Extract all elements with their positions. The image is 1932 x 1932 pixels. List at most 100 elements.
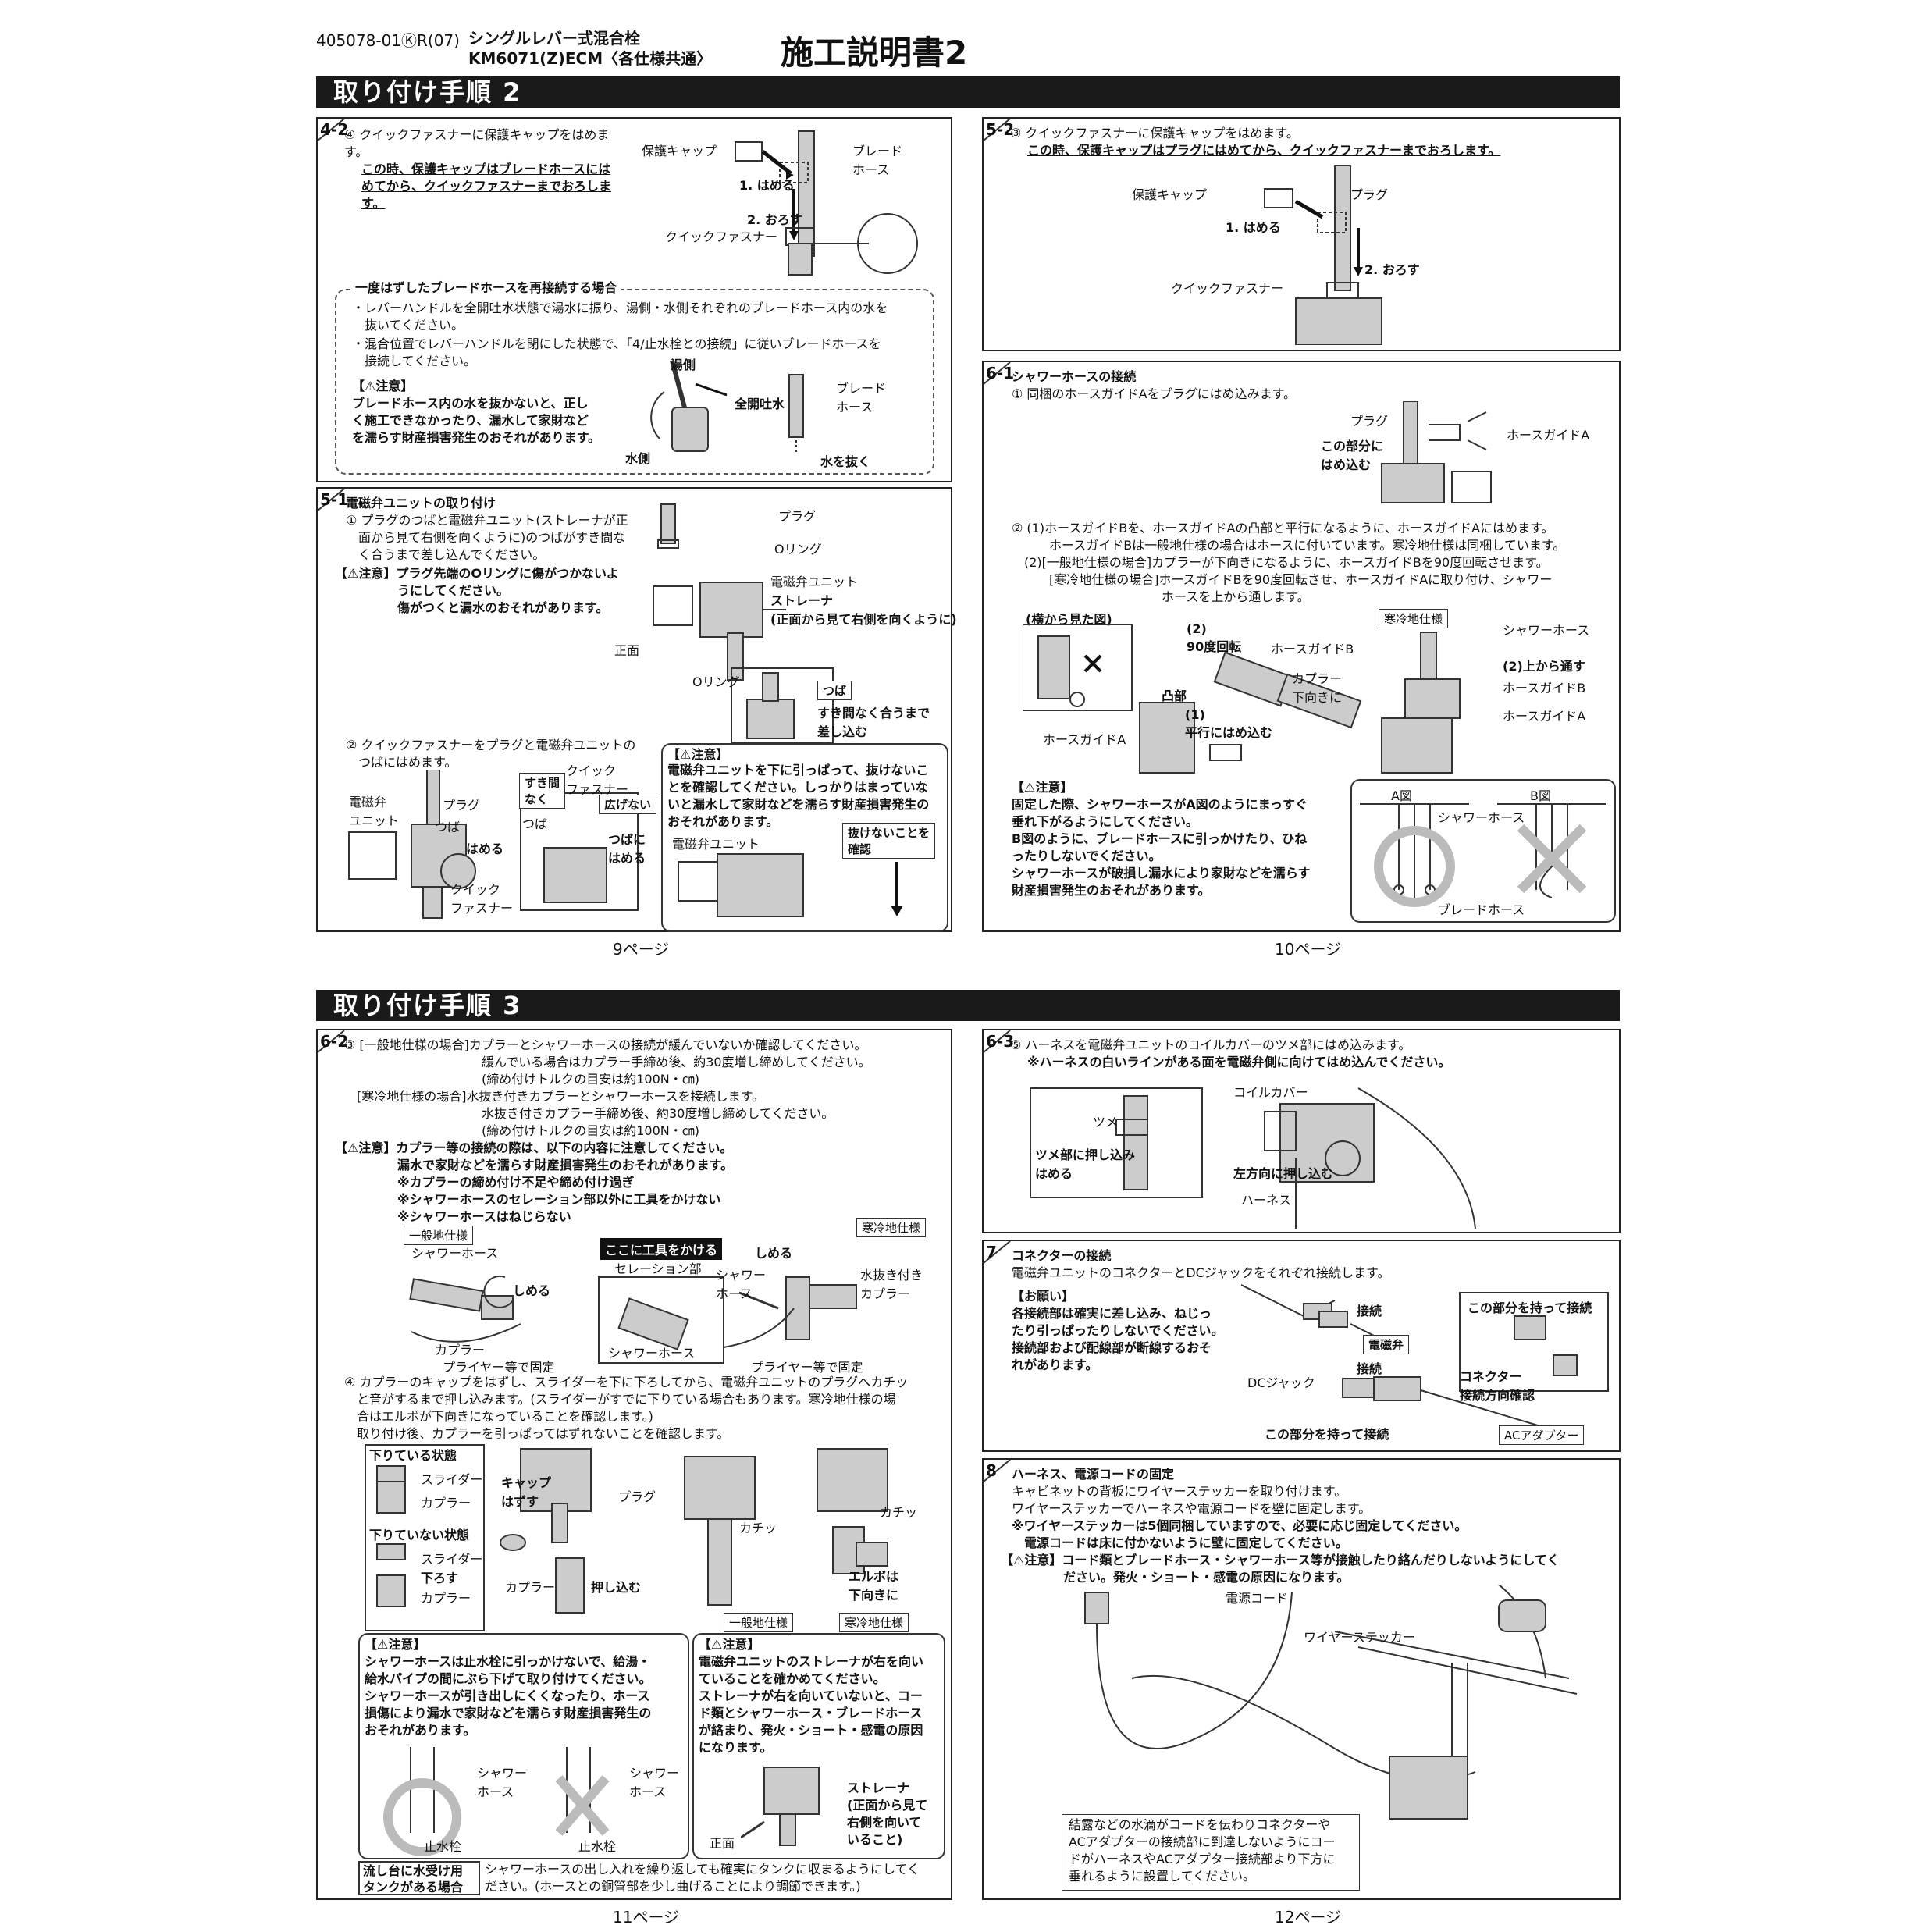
caution-strainer-box: 【⚠注意】 電磁弁ユニットのストレーナが右を向い ていることを確かめてください。…	[692, 1633, 945, 1859]
caution-body: 電磁弁ユニットを下に引っぱって、抜けないこ とを確認してください。しっかりはまっ…	[667, 763, 930, 829]
product-line2: KM6071(Z)ECM〈各仕様共通〉	[468, 49, 713, 68]
label-tighten: しめる	[513, 1283, 551, 1298]
caution-hose-hang-box: 【⚠注意】 シャワーホースは止水栓に引っかけないで、給湯・ 給水パイプの間にぶら…	[358, 1633, 689, 1859]
step-5-1-panel: 5-1 電磁弁ユニットの取り付け ① プラグのつばと電磁弁ユニット(ストレーナが…	[316, 487, 957, 932]
label-plug: プラグ	[778, 509, 817, 524]
label-plug: プラグ	[618, 1489, 656, 1504]
step-text: ⑤ ハーネスを電磁弁ユニットのコイルカバーのツメ部にはめ込みます。	[1010, 1037, 1411, 1052]
label-front: 正面	[614, 643, 640, 658]
guide-a-illustration	[1381, 401, 1492, 503]
caution-heading: 【⚠注意】	[352, 379, 414, 393]
label-serration: セレーション部	[614, 1261, 702, 1276]
label-convex: 凸部	[1162, 688, 1187, 703]
label-fit-flange: つばに はめる	[608, 832, 646, 866]
harness-fit-illustration	[1030, 1087, 1476, 1229]
hose-comparison-illustration	[1360, 803, 1606, 907]
label-claw: ツメ	[1093, 1115, 1119, 1130]
guide-b-rotate-illustration	[1023, 624, 1362, 774]
label-click-1: カチッ	[739, 1521, 777, 1535]
fastener-fit-illustration	[348, 770, 639, 919]
label-shower-hose-5: シャワー ホース	[629, 1766, 680, 1799]
label-shower-hose-4: シャワー ホース	[477, 1766, 528, 1799]
label-side-view: (横から見た図)	[1026, 612, 1112, 627]
reconnect-note-title: 一度はずしたブレードホースを再接続する場合	[350, 279, 622, 297]
label-plug-2: プラグ	[443, 798, 481, 813]
label-hose-guide-a-3: ホースガイドA	[1503, 709, 1586, 724]
step-title: 電磁弁ユニットの取り付け	[346, 496, 496, 511]
label-step2-lower: 2. おろす	[747, 212, 802, 227]
caution-body: ブレードホース内の水を抜かないと、正し く施工できなかったり、漏水して家財など …	[352, 396, 601, 445]
label-shower-hose-2: シャワーホース	[608, 1346, 696, 1361]
label-remove-cap: キャップ はずす	[501, 1475, 552, 1509]
step-note-prefix: この時、保護キャップはプラグにはめてから、クイックファスナーまでおろします。	[1027, 142, 1500, 159]
cold-region-guide-illustration	[1381, 632, 1461, 774]
label-stop-valve-1: 止水栓	[424, 1839, 462, 1854]
step-number-corner	[984, 119, 1011, 141]
label-hose-guide-b-2: ホースガイドB	[1503, 681, 1586, 696]
label-hose-guide-a-2: ホースガイドA	[1043, 732, 1126, 747]
caution-heading: 【⚠注意】	[1012, 780, 1073, 795]
label-quick-fastener: クイックファスナー	[665, 229, 778, 244]
step-text-2: ② (1)ホースガイドBを、ホースガイドAの凸部と平行になるように、ホースガイド…	[1012, 521, 1566, 604]
label-protective-cap: 保護キャップ	[1132, 187, 1208, 202]
label-cold-spec-2: 寒冷地仕様	[839, 1613, 909, 1632]
label-braided-hose: ブレード ホース	[852, 144, 903, 177]
caution-heading: 【⚠注意】	[667, 747, 729, 762]
label-general-spec-2: 一般地仕様	[724, 1613, 794, 1632]
cap-install-illustration	[735, 130, 918, 276]
label-no-gap: すき間 なく	[519, 773, 566, 809]
slider-illustration	[376, 1465, 406, 1607]
step-note: この時、保護キャップはプラグにはめてから、クイックファスナーまでおろします。	[1027, 143, 1501, 158]
step-text-4: ④ カプラーのキャップをはずし、スライダーを下に下ろしてから、電磁弁ユニットのプ…	[344, 1375, 909, 1441]
document-code: 405078-01ⓀR(07)	[316, 31, 460, 50]
coupler-push-illustration	[500, 1448, 888, 1614]
step-number-corner	[984, 1241, 1011, 1264]
step-8-panel: 8 ハーネス、電源コードの固定 キャビネットの背板にワイヤーステッカーを取り付け…	[982, 1458, 1621, 1900]
label-quick-fastener-2: クイック ファスナー	[450, 882, 514, 916]
label-coupler: カプラー	[435, 1343, 486, 1357]
step-5-2-panel: 5-2 ③ クイックファスナーに保護キャップをはめます。 この時、保護キャップは…	[982, 117, 1621, 351]
label-step2-lower: 2. おろす	[1364, 262, 1420, 277]
label-power-cord: 電源コード	[1226, 1591, 1289, 1606]
label-o-ring: Oリング	[774, 542, 822, 557]
label-coupler-2: カプラー	[421, 1496, 471, 1510]
label-cold-spec: 寒冷地仕様	[856, 1218, 927, 1237]
page-number-11: 11ページ	[613, 1908, 680, 1927]
drain-illustration	[650, 361, 804, 453]
coupler-tighten-illustration	[409, 1275, 857, 1364]
label-valve-unit-3: 電磁弁ユニット	[672, 837, 760, 852]
caution-pull-check-box: 【⚠注意】 電磁弁ユニットを下に引っぱって、抜けないこ とを確認してください。し…	[661, 743, 948, 932]
section-band-3: 取り付け手順 3	[316, 990, 1620, 1021]
label-parallel-fit: (1) 平行にはめ込む	[1185, 707, 1273, 740]
step-title: シャワーホースの接続	[1012, 369, 1137, 384]
label-flange-3: つば	[522, 817, 548, 831]
label-drain-coupler: 水抜き付き カプラー	[860, 1268, 923, 1301]
step-text-3: ③ [一般地仕様の場合]カプラーとシャワーホースの接続が緩んでいないか確認してく…	[344, 1037, 871, 1138]
label-general-spec: 一般地仕様	[404, 1226, 474, 1245]
step-number: 8	[986, 1461, 997, 1480]
section-band-2: 取り付け手順 2	[316, 76, 1620, 108]
caution-body: 固定した際、シャワーホースがA図のようにまっすぐ 垂れ下がるようにしてください。…	[1012, 797, 1311, 898]
label-shower-hose: シャワーホース	[1503, 623, 1590, 638]
label-plug: プラグ	[1350, 187, 1389, 202]
hose-hang-illustration	[383, 1747, 610, 1856]
label-shower-hose-3: シャワー ホース	[716, 1268, 767, 1301]
label-fit-this-part: この部分に はめ込む	[1321, 439, 1384, 472]
request-body: 各接続部は確実に差し込み、ねじっ たり引っぱったりしないでください。 接続部およ…	[1012, 1306, 1224, 1372]
slider-state-box: 下りている状態 スライダー カプラー 下りていない状態 スライダー 下ろす カプ…	[365, 1444, 485, 1631]
label-figure-a: A図	[1391, 788, 1412, 803]
label-cold-side: 水側	[625, 451, 651, 466]
caution-oring: 【⚠注意】プラグ先端のOリングに傷がつかないよ うにしてください。 傷がつくと漏…	[335, 566, 619, 615]
condensation-note-box: 結露などの水滴がコードを伝わりコネクターや ACアダプターの接続部に到達しないよ…	[1062, 1814, 1360, 1891]
label-tank-case: 流し台に水受け用 タンクがある場合	[358, 1861, 480, 1895]
label-strainer: ストレーナ (正面から見て 右側を向いて いること)	[847, 1781, 928, 1847]
label-o-ring-2: Oリング	[692, 674, 740, 689]
label-valve-unit-2: 電磁弁 ユニット	[349, 795, 400, 828]
cap-install-illustration-2	[1264, 165, 1382, 345]
label-shower-hose: シャワーホース	[411, 1246, 499, 1261]
caution-body: シャワーホースは止水栓に引っかけないで、給湯・ 給水パイプの間にぶら下げて取り付…	[365, 1654, 652, 1738]
product-line1: シングルレバー式混合栓	[468, 29, 640, 48]
label-strainer: ストレーナ (正面から見て右側を向くように)	[770, 593, 957, 627]
label-elbow-down: エルボは 下向きに	[849, 1569, 899, 1603]
step-note: この時、保護キャップはブレードホースにはめてから、クイックファスナーまでおろしま…	[361, 162, 612, 211]
